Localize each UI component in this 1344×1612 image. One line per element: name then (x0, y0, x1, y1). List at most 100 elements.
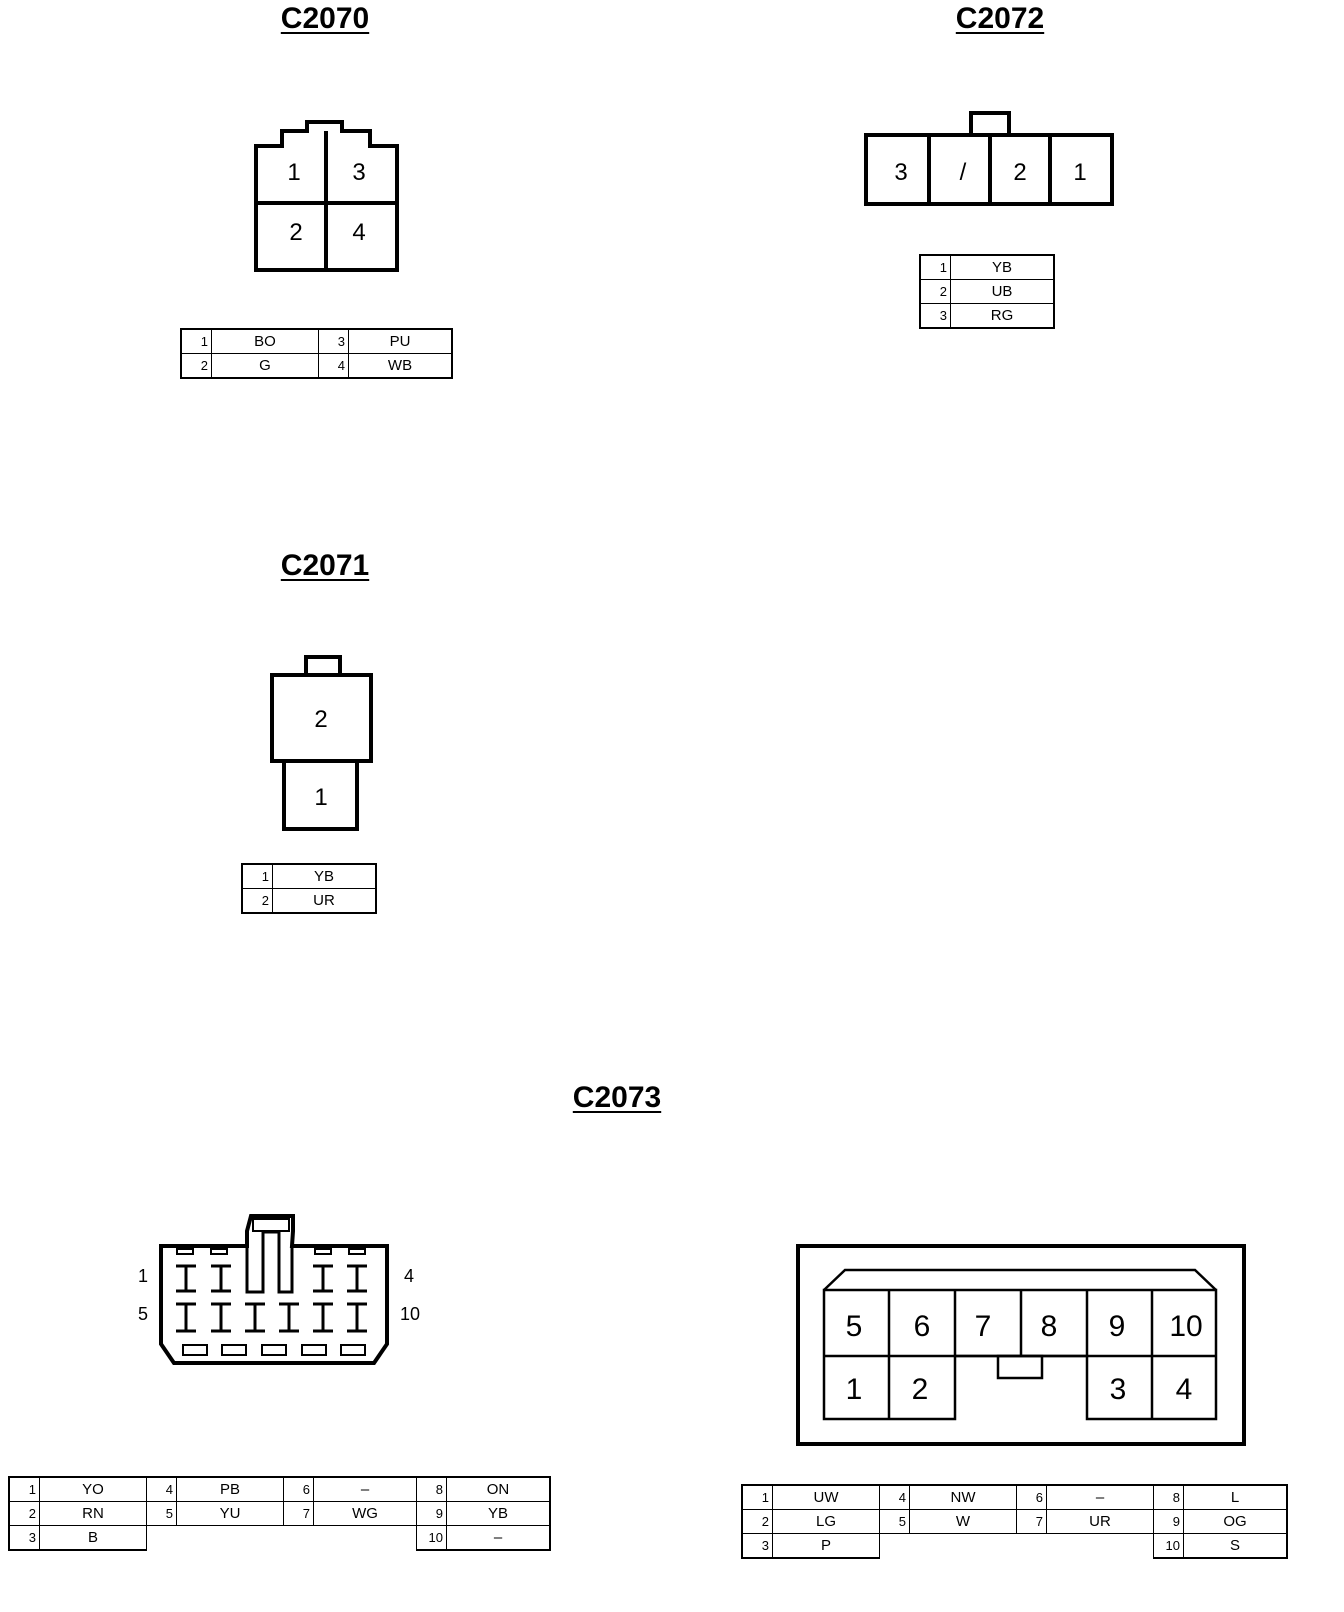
wire-color: – (313, 1476, 417, 1502)
wire-color: WG (313, 1501, 417, 1526)
wire-color: RN (39, 1501, 147, 1526)
c2072-title: C2072 (955, 2, 1045, 35)
c2073-front-cavity-3: 3 (1110, 1373, 1127, 1406)
wire-color: NW (909, 1484, 1017, 1510)
pin-number: 10 (1153, 1533, 1184, 1559)
pin-number: 2 (180, 353, 212, 379)
table-row: 3 RG (919, 303, 1055, 329)
c2073-front-cavity-8: 8 (1041, 1310, 1058, 1343)
wire-color: BO (211, 328, 319, 354)
pin-number: 9 (1153, 1509, 1184, 1534)
pin-number: 4 (318, 353, 349, 379)
wire-color: – (1046, 1484, 1154, 1510)
c2071-cavity-1: 1 (314, 784, 327, 811)
wire-color: PB (176, 1476, 284, 1502)
c2073-label-1: 1 (138, 1266, 148, 1286)
c2072-cavity-3: 3 (894, 159, 907, 186)
c2073-rear-view (159, 1214, 389, 1365)
pin-number: 1 (8, 1476, 40, 1502)
c2073-pin-table-right: 1 UW 4 NW 6 – 8 L 2 LG 5 W 7 UR 9 OG 3 P… (741, 1484, 1288, 1559)
wire-color: – (446, 1525, 551, 1551)
table-row: 3 B 10 – (8, 1525, 551, 1551)
c2071-title: C2071 (280, 549, 370, 582)
c2072-cavity-1: 1 (1073, 159, 1086, 186)
c2073-pin-table-left: 1 YO 4 PB 6 – 8 ON 2 RN 5 YU 7 WG 9 YB 3… (8, 1476, 551, 1551)
c2072-connector-face (864, 111, 1114, 206)
wire-color: YB (950, 254, 1055, 280)
pin-number: 2 (919, 279, 951, 304)
wire-color: UR (272, 888, 377, 914)
wire-color: OG (1183, 1509, 1288, 1534)
pin-number: 3 (8, 1525, 40, 1551)
c2070-cavity-2: 2 (289, 219, 302, 246)
table-row: 1 YB (241, 863, 377, 889)
c2072-cavity-2: 2 (1013, 159, 1026, 186)
c2072-pin-table: 1 YB 2 UB 3 RG (919, 254, 1055, 329)
pin-number: 3 (318, 328, 349, 354)
table-row: 1 UW 4 NW 6 – 8 L (741, 1484, 1288, 1510)
pin-number: 4 (146, 1476, 177, 1502)
table-row: 3 P 10 S (741, 1533, 1288, 1559)
wire-color: ON (446, 1476, 551, 1502)
wire-color: YB (272, 863, 377, 889)
wire-color: WB (348, 353, 453, 379)
c2073-front-cavity-6: 6 (914, 1310, 931, 1343)
table-row: 1 BO 3 PU (180, 328, 453, 354)
wire-color: UW (772, 1484, 880, 1510)
pin-number: 5 (146, 1501, 177, 1526)
wire-color: RG (950, 303, 1055, 329)
c2070-cavity-1: 1 (287, 159, 300, 186)
pin-number: 7 (283, 1501, 314, 1526)
c2073-front-cavity-2: 2 (912, 1373, 929, 1406)
table-row: 2 G 4 WB (180, 353, 453, 379)
c2070-pin-table: 1 BO 3 PU 2 G 4 WB (180, 328, 453, 379)
pin-number: 1 (919, 254, 951, 280)
pin-number: 2 (741, 1509, 773, 1534)
c2073-rear-terminals (176, 1264, 367, 1333)
pin-number: 10 (416, 1525, 447, 1551)
pin-number: 2 (8, 1501, 40, 1526)
pin-number: 6 (1016, 1484, 1047, 1510)
pin-number: 1 (241, 863, 273, 889)
wire-color: YU (176, 1501, 284, 1526)
wire-color: LG (772, 1509, 880, 1534)
c2070-connector-face (254, 120, 399, 272)
c2073-front-cavity-4: 4 (1176, 1373, 1193, 1406)
pin-number: 2 (241, 888, 273, 914)
pin-number: 5 (879, 1509, 910, 1534)
wire-color: L (1183, 1484, 1288, 1510)
c2073-front-cavity-9: 9 (1109, 1310, 1126, 1343)
pin-number: 8 (416, 1476, 447, 1502)
pin-number: 3 (919, 303, 951, 329)
pin-number: 1 (180, 328, 212, 354)
table-row: 2 LG 5 W 7 UR 9 OG (741, 1509, 1288, 1534)
table-row: 1 YO 4 PB 6 – 8 ON (8, 1476, 551, 1502)
c2073-label-10: 10 (400, 1304, 420, 1324)
c2071-cavity-2: 2 (314, 706, 327, 733)
pin-number: 7 (1016, 1509, 1047, 1534)
pin-number: 9 (416, 1501, 447, 1526)
c2071-connector-face (270, 655, 373, 831)
c2072-cavity-blank: / (960, 159, 967, 186)
c2073-front-view (796, 1244, 1246, 1446)
c2073-rear-bottom-slots (182, 1344, 366, 1356)
c2073-front-cavity-1: 1 (846, 1373, 863, 1406)
pin-number: 6 (283, 1476, 314, 1502)
wire-color: YB (446, 1501, 551, 1526)
wire-color: PU (348, 328, 453, 354)
wire-color: YO (39, 1476, 147, 1502)
pin-number: 8 (1153, 1484, 1184, 1510)
wire-color: UR (1046, 1509, 1154, 1534)
pin-number: 4 (879, 1484, 910, 1510)
wire-color: S (1183, 1533, 1288, 1559)
c2071-pin-table: 1 YB 2 UR (241, 863, 377, 914)
c2073-front-cavity-7: 7 (975, 1310, 992, 1343)
c2073-title: C2073 (572, 1081, 662, 1114)
wire-color: UB (950, 279, 1055, 304)
table-row: 2 RN 5 YU 7 WG 9 YB (8, 1501, 551, 1526)
c2070-title: C2070 (280, 2, 370, 35)
wire-color: G (211, 353, 319, 379)
wire-color: W (909, 1509, 1017, 1534)
c2073-label-4: 4 (404, 1266, 414, 1286)
c2070-cavity-3: 3 (352, 159, 365, 186)
